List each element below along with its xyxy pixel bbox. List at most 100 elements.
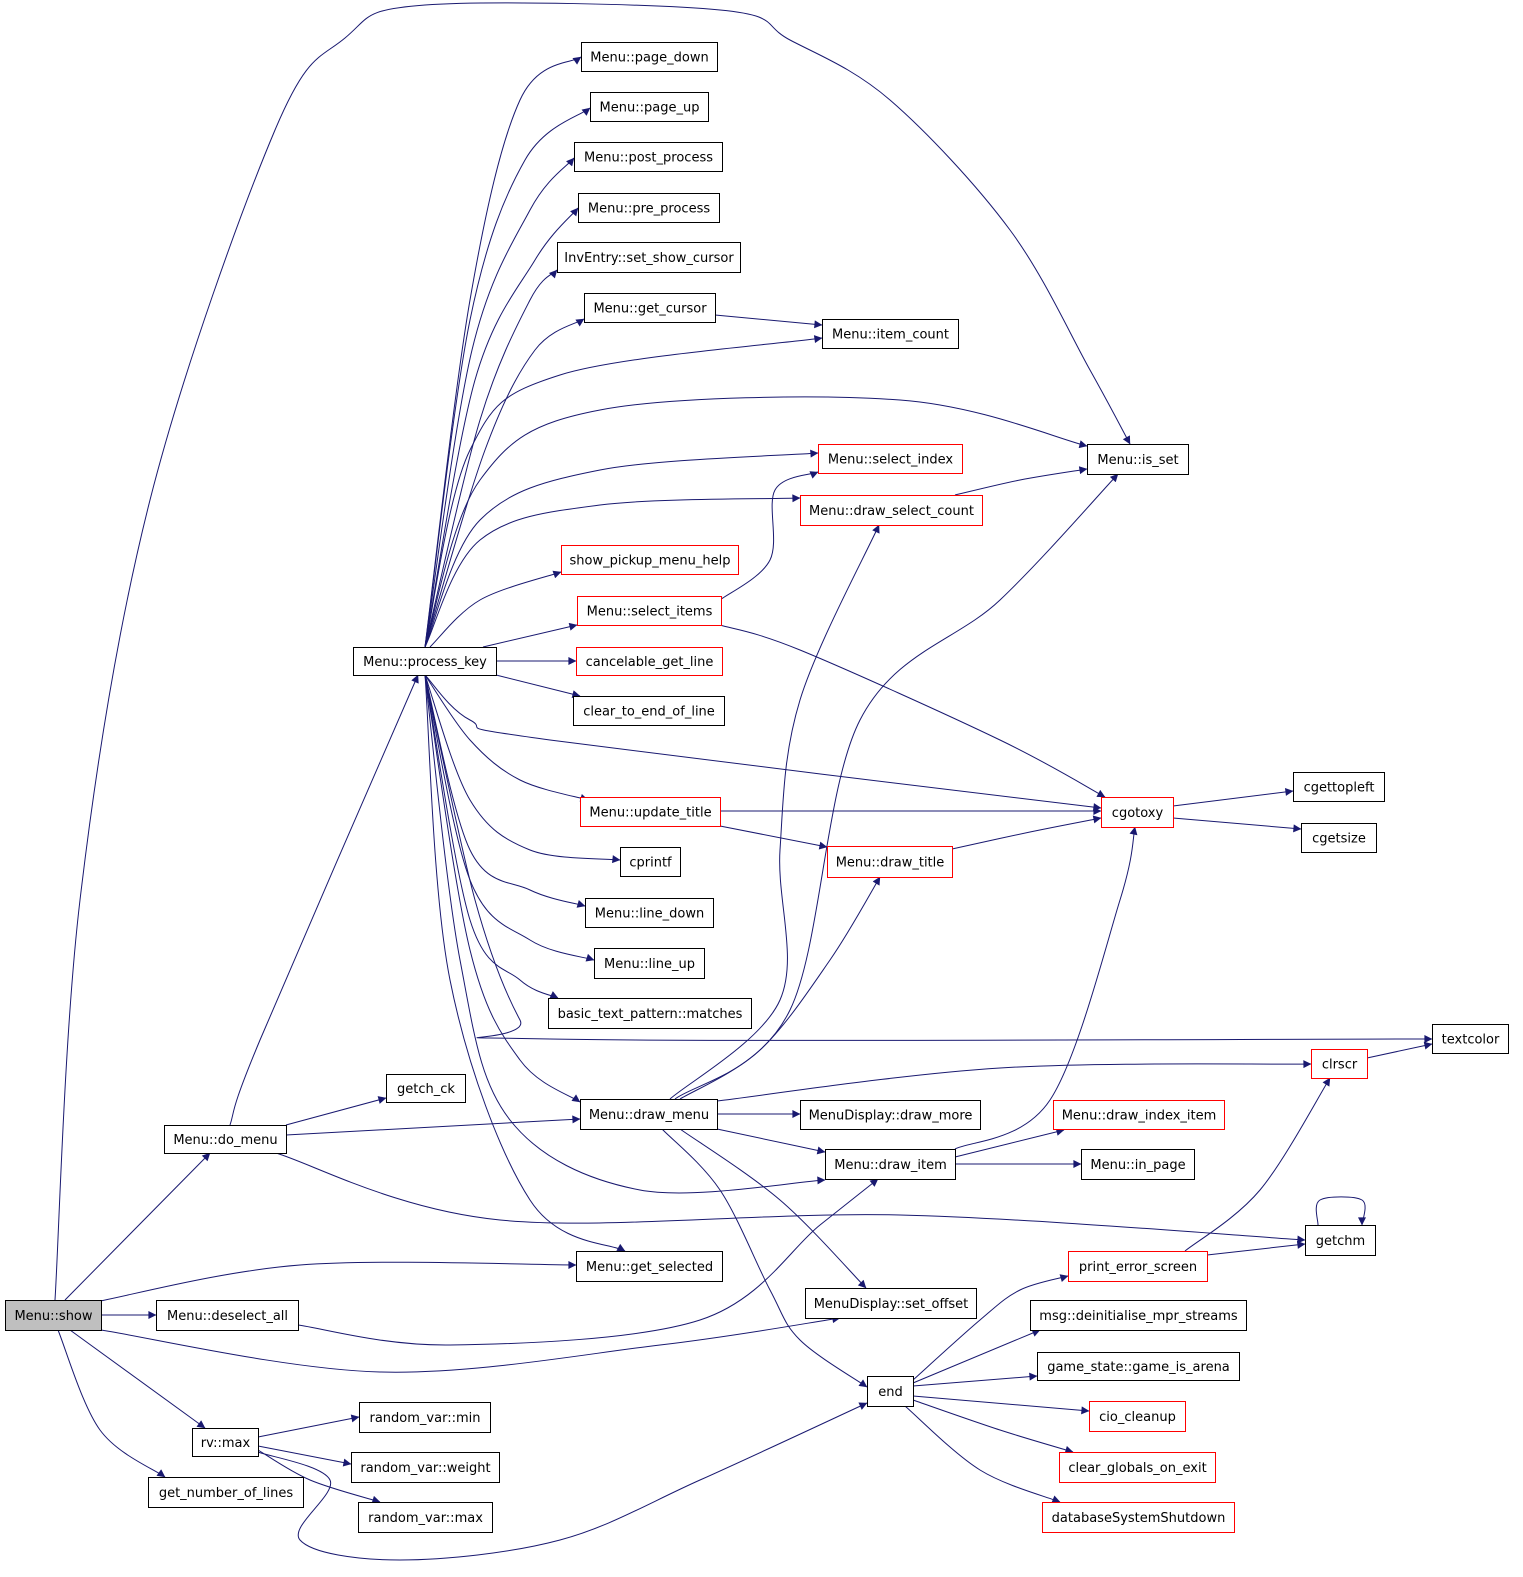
edge-process-key-to-draw-item: [424, 674, 826, 1194]
node-game-is-arena[interactable]: game_state::game_is_arena: [1037, 1352, 1240, 1381]
edge-print-error-screen-to-clrscr: [1184, 1077, 1331, 1252]
node-clear-to-end-of-line[interactable]: clear_to_end_of_line: [573, 696, 725, 726]
node-print-error-screen[interactable]: print_error_screen: [1068, 1251, 1208, 1282]
edge-do-menu-to-getchm: [275, 1152, 1306, 1244]
node-rv-max[interactable]: rv::max: [192, 1428, 259, 1457]
node-box: [827, 846, 953, 878]
node-draw-menu[interactable]: Menu::draw_menu: [580, 1099, 718, 1130]
node-box: [584, 293, 716, 323]
node-end[interactable]: end: [867, 1376, 914, 1407]
node-clear-globals[interactable]: clear_globals_on_exit: [1059, 1452, 1216, 1483]
node-show-pickup-menu-help[interactable]: show_pickup_menu_help: [561, 545, 739, 575]
node-get-number-of-lines[interactable]: get_number_of_lines: [148, 1477, 304, 1508]
node-cgettopleft[interactable]: cgettopleft: [1293, 772, 1385, 802]
node-box: [800, 495, 983, 526]
edge-process-key-to-cgotoxy: [424, 674, 1102, 812]
node-label: get_number_of_lines: [159, 1486, 294, 1501]
node-box: [1068, 1251, 1208, 1282]
node-matches[interactable]: basic_text_pattern::matches: [548, 998, 752, 1029]
node-label: random_var::weight: [360, 1461, 490, 1476]
node-item-count[interactable]: Menu::item_count: [822, 319, 959, 349]
node-label: Menu::get_selected: [586, 1260, 713, 1275]
node-cio-cleanup[interactable]: cio_cleanup: [1089, 1401, 1186, 1432]
edge-menu-show-to-get-number-of-lines: [57, 1329, 166, 1478]
node-cancelable-get-line[interactable]: cancelable_get_line: [576, 647, 723, 676]
node-pre-process[interactable]: Menu::pre_process: [578, 193, 720, 223]
node-do-menu[interactable]: Menu::do_menu: [164, 1125, 287, 1154]
edge-select-items-to-cgotoxy: [719, 624, 1106, 798]
node-deselect-all[interactable]: Menu::deselect_all: [156, 1300, 299, 1331]
node-menu-show[interactable]: Menu::show: [5, 1300, 102, 1331]
node-label: game_state::game_is_arena: [1047, 1360, 1230, 1375]
node-label: cgetsize: [1312, 832, 1366, 847]
edge-process-key-to-select-items: [482, 622, 578, 648]
node-box: [573, 696, 725, 726]
node-cprintf[interactable]: cprintf: [620, 847, 681, 877]
node-line-up[interactable]: Menu::line_up: [594, 948, 705, 979]
node-draw-more[interactable]: MenuDisplay::draw_more: [800, 1100, 981, 1130]
edge-end-to-game-is-arena: [912, 1372, 1038, 1387]
node-random-var-min[interactable]: random_var::min: [359, 1402, 491, 1433]
node-db-shutdown[interactable]: databaseSystemShutdown: [1042, 1502, 1235, 1533]
node-label: Menu::draw_title: [836, 856, 945, 871]
edge-print-error-screen-to-getchm: [1206, 1240, 1306, 1256]
node-box: [620, 847, 681, 877]
node-deinitialise[interactable]: msg::deinitialise_mpr_streams: [1030, 1300, 1247, 1331]
node-page-down[interactable]: Menu::page_down: [581, 42, 718, 72]
node-is-set[interactable]: Menu::is_set: [1087, 444, 1189, 475]
edge-rv-max-to-random-var-weight: [257, 1445, 352, 1467]
node-label: random_var::min: [370, 1411, 481, 1426]
node-draw-select-count[interactable]: Menu::draw_select_count: [800, 495, 983, 526]
node-get-selected[interactable]: Menu::get_selected: [576, 1251, 723, 1282]
node-draw-index-item[interactable]: Menu::draw_index_item: [1053, 1100, 1225, 1130]
node-post-process[interactable]: Menu::post_process: [574, 142, 723, 172]
node-box: [590, 92, 709, 122]
node-random-var-weight[interactable]: random_var::weight: [351, 1452, 500, 1483]
node-in-page[interactable]: Menu::in_page: [1081, 1149, 1195, 1180]
node-random-var-max[interactable]: random_var::max: [358, 1502, 493, 1533]
node-label: cgotoxy: [1112, 806, 1164, 821]
edge-draw-menu-to-draw-title: [679, 876, 881, 1100]
node-label: rv::max: [201, 1436, 251, 1451]
edge-process-key-to-item-count: [424, 335, 823, 648]
node-cgotoxy[interactable]: cgotoxy: [1101, 797, 1174, 828]
node-draw-title[interactable]: Menu::draw_title: [827, 846, 953, 878]
node-select-index[interactable]: Menu::select_index: [818, 444, 963, 474]
node-label: msg::deinitialise_mpr_streams: [1039, 1309, 1238, 1324]
node-box: [578, 193, 720, 223]
edge-getchm-to-getchm: [1315, 1196, 1367, 1226]
node-page-up[interactable]: Menu::page_up: [590, 92, 709, 122]
edge-deselect-all-to-draw-item: [297, 1178, 879, 1346]
node-label: Menu::draw_select_count: [809, 504, 974, 519]
node-label: Menu::line_up: [604, 957, 695, 972]
node-label: Menu::select_items: [587, 605, 713, 620]
node-clrscr[interactable]: clrscr: [1311, 1049, 1368, 1079]
edge-cgotoxy-to-cgettopleft: [1172, 787, 1294, 807]
edge-update-title-to-draw-title: [719, 825, 828, 850]
node-label: MenuDisplay::set_offset: [814, 1297, 969, 1312]
node-label: clear_globals_on_exit: [1068, 1461, 1206, 1476]
node-getch-ck[interactable]: getch_ck: [386, 1074, 466, 1103]
node-get-cursor[interactable]: Menu::get_cursor: [584, 293, 716, 323]
node-box: [818, 444, 963, 474]
edge-select-items-to-select-index: [719, 471, 819, 601]
node-label: Menu::line_down: [595, 907, 705, 922]
edge-do-menu-to-draw-menu: [285, 1115, 581, 1136]
edge-menu-show-to-is-set: [54, 2, 1131, 1301]
node-getchm[interactable]: getchm: [1305, 1225, 1376, 1256]
edge-do-menu-to-process-key: [229, 674, 419, 1126]
node-line-down[interactable]: Menu::line_down: [585, 898, 714, 928]
node-cgetsize[interactable]: cgetsize: [1301, 823, 1377, 853]
node-select-items[interactable]: Menu::select_items: [577, 596, 722, 626]
node-set-show-cursor[interactable]: InvEntry::set_show_cursor: [557, 242, 741, 273]
edge-end-to-cio-cleanup: [912, 1395, 1090, 1415]
node-textcolor[interactable]: textcolor: [1432, 1024, 1509, 1054]
edge-process-key-to-set-show-cursor: [424, 269, 558, 648]
node-update-title[interactable]: Menu::update_title: [580, 797, 721, 827]
node-label: Menu::pre_process: [588, 202, 710, 217]
node-set-offset[interactable]: MenuDisplay::set_offset: [805, 1288, 977, 1319]
edge-layer: [54, 2, 1433, 1561]
node-draw-item[interactable]: Menu::draw_item: [825, 1149, 956, 1180]
node-label: Menu::in_page: [1090, 1158, 1185, 1173]
node-process-key[interactable]: Menu::process_key: [353, 647, 497, 676]
